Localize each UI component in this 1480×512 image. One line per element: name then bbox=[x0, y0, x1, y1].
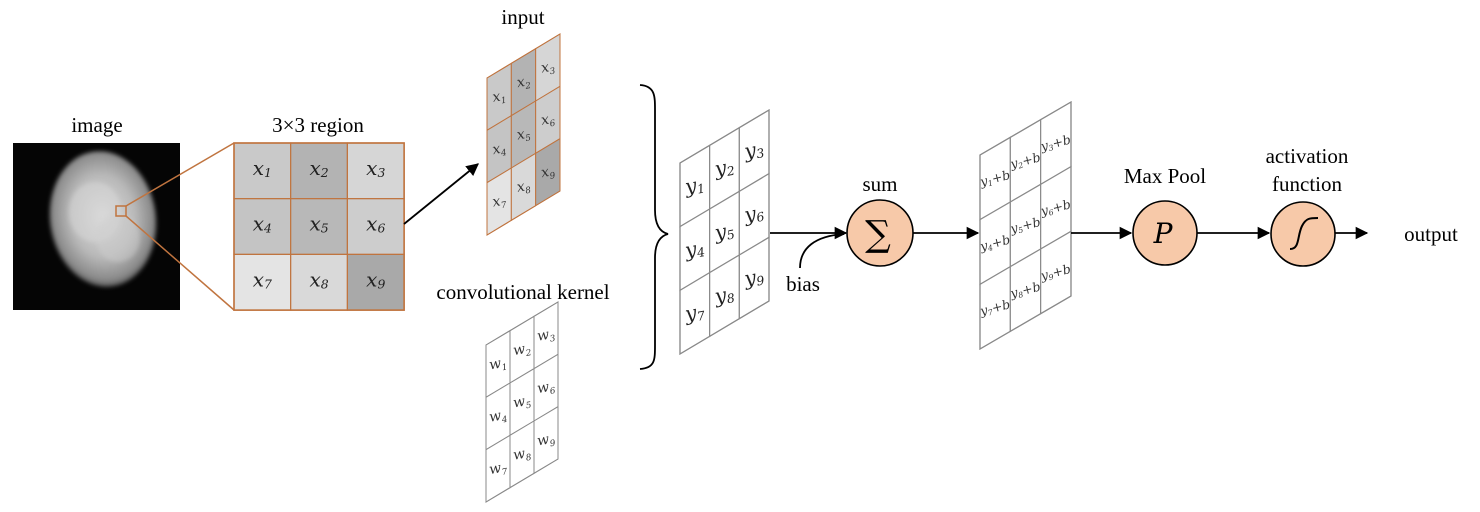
activation-node bbox=[1270, 201, 1336, 267]
y_cells-cell-label-6: y6 bbox=[741, 199, 765, 226]
region-to-input-arrow bbox=[403, 163, 479, 225]
kernel_cells-cell-label-7: w7 bbox=[488, 459, 509, 479]
region-label: 3×3 region bbox=[272, 113, 364, 137]
combine-brace bbox=[639, 84, 669, 370]
region_cells-cell-label-5: x5 bbox=[309, 211, 328, 235]
activation-label-line1: activation bbox=[1266, 144, 1349, 168]
y_cells-border bbox=[679, 108, 770, 356]
kernel_cells-cell-label-1: w1 bbox=[488, 355, 508, 375]
bias-label: bias bbox=[786, 272, 820, 296]
input_cells-cell-label-6: x6 bbox=[540, 111, 557, 131]
sum-label: sum bbox=[862, 172, 897, 196]
y_cells-cell-label-5: y5 bbox=[712, 217, 736, 244]
y_cells-cell-label-4: y4 bbox=[682, 235, 706, 262]
region_cells-cell-label-7: x7 bbox=[253, 267, 272, 291]
region_cells-cell-label-8: x8 bbox=[309, 267, 328, 291]
region-selector bbox=[115, 205, 127, 217]
input_cells-cell-label-2: x2 bbox=[515, 73, 532, 93]
yb-grid: y1+by2+by3+by4+by5+by6+by7+by8+by9+b bbox=[977, 100, 1073, 351]
region-cell-8 bbox=[290, 253, 349, 311]
input_cells-border bbox=[486, 33, 561, 236]
zoom-line-top bbox=[125, 142, 235, 207]
region_cells-cell-label-3: x3 bbox=[366, 155, 385, 179]
input_cells-cell-label-5: x5 bbox=[515, 125, 531, 145]
region_cells-cell-label-9: x9 bbox=[366, 267, 385, 291]
region-cell-9 bbox=[346, 253, 405, 311]
y_cells-cell-label-9: y9 bbox=[741, 263, 765, 290]
kernel_cells-border bbox=[485, 301, 559, 503]
kernel_cells-cell-label-5: w5 bbox=[512, 393, 532, 413]
zoom-line-bottom bbox=[125, 215, 235, 311]
maxpool-label: Max Pool bbox=[1124, 164, 1206, 188]
output-label: output bbox=[1404, 222, 1458, 246]
kernel_cells-cell-label-4: w4 bbox=[488, 407, 508, 427]
y_cells-cell-label-3: y3 bbox=[741, 136, 765, 163]
kernel-label: convolutional kernel bbox=[436, 280, 609, 304]
input-image bbox=[13, 143, 180, 310]
image-label: image bbox=[71, 113, 122, 137]
activation-label-line2: function bbox=[1272, 172, 1342, 196]
yb_cells-border bbox=[979, 100, 1072, 351]
region-cell-5 bbox=[290, 198, 349, 255]
sum-symbol: ∑ bbox=[865, 214, 891, 255]
input_cells-cell-label-9: x9 bbox=[540, 163, 557, 183]
input_cells-cell-label-1: x1 bbox=[491, 88, 507, 108]
input-grid: x1 x2 x3 x4 x5 x6 x7 x8 x9 bbox=[486, 33, 561, 236]
kernel_cells-cell-label-6: w6 bbox=[536, 378, 557, 398]
bias-arrow bbox=[799, 233, 845, 269]
kernel_cells-cell-label-2: w2 bbox=[512, 340, 533, 360]
region_cells-cell-label-1: x1 bbox=[253, 155, 272, 179]
y_cells-cell-label-1: y1 bbox=[682, 171, 706, 198]
kernel_cells-cell-label-9: w9 bbox=[536, 431, 557, 451]
region_cells-cell-label-2: x2 bbox=[309, 155, 328, 179]
y_cells-cell-label-2: y2 bbox=[712, 153, 736, 180]
y_cells-cell-label-7: y7 bbox=[682, 298, 706, 325]
input_cells-cell-label-8: x8 bbox=[515, 178, 532, 198]
kernel_cells-cell-label-3: w3 bbox=[536, 326, 557, 346]
sigmoid-curve-icon bbox=[1289, 217, 1319, 250]
input_cells-cell-label-4: x4 bbox=[491, 140, 507, 160]
input_cells-cell-label-7: x7 bbox=[491, 192, 508, 212]
pool-symbol: P bbox=[1153, 217, 1174, 250]
yb_cells-cell-label-9: y9+b bbox=[1038, 261, 1073, 285]
input-label: input bbox=[501, 5, 544, 29]
kernel_cells-cell-label-8: w8 bbox=[512, 445, 533, 465]
region-border bbox=[233, 142, 405, 311]
region-cell-7 bbox=[233, 253, 292, 311]
region_cells-cell-label-4: x4 bbox=[253, 211, 272, 235]
region_cells-cell-label-6: x6 bbox=[366, 211, 385, 235]
input_cells-cell-label-3: x3 bbox=[540, 58, 557, 78]
y_cells-cell-label-8: y8 bbox=[712, 281, 736, 308]
region-grid: x1 x2 x3 x4 x5 x6 x7 x8 x9 bbox=[233, 142, 405, 311]
